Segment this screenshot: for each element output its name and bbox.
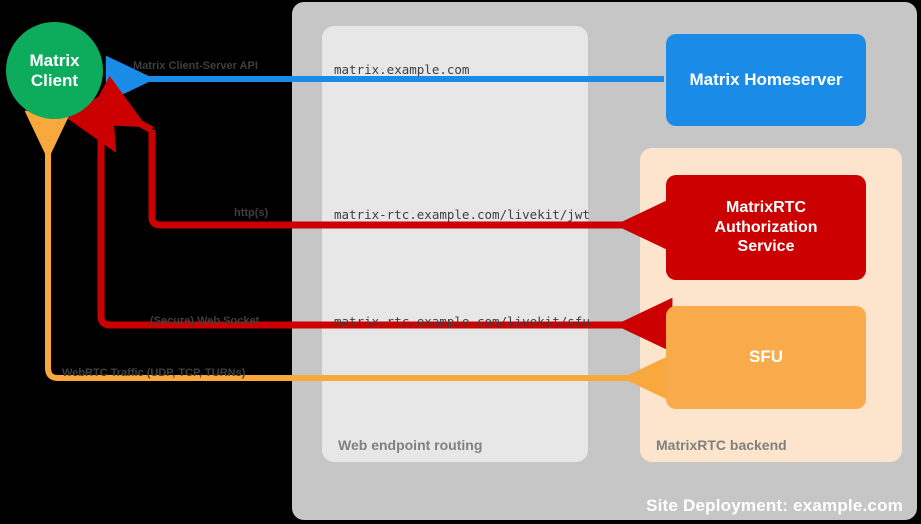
- node-matrix-client[interactable]: Matrix Client: [6, 22, 103, 119]
- client-label-line1: Matrix: [29, 50, 80, 70]
- edge-label-matrix-client-server-api: Matrix Client-Server API: [133, 60, 258, 72]
- node-sfu[interactable]: SFU: [666, 306, 866, 409]
- site-deployment-label: Site Deployment: example.com: [646, 496, 903, 515]
- node-matrixrtc-authorization-service[interactable]: MatrixRTC Authorization Service: [666, 175, 866, 280]
- edge-label-webrtc-traffic: WebRTC Traffic (UDP, TCP, TURNs): [62, 367, 246, 379]
- edge-endpoint-livekit-jwt: matrix-rtc.example.com/livekit/jwt: [334, 207, 590, 222]
- web-endpoint-routing-container: [322, 26, 588, 462]
- edge-endpoint-matrix-example-com: matrix.example.com: [334, 62, 470, 77]
- auth-line3: Service: [737, 238, 795, 256]
- auth-line2: Authorization: [714, 218, 818, 236]
- auth-service-label: MatrixRTC Authorization Service: [714, 198, 817, 257]
- auth-line1: MatrixRTC: [725, 199, 806, 217]
- edge-endpoint-livekit-sfu: matrix-rtc.example.com/livekit/sfu: [334, 314, 590, 329]
- sfu-label: SFU: [749, 347, 783, 367]
- edge-label-secure-web-socket: (Secure) Web Socket: [150, 315, 260, 327]
- web-endpoint-routing-label: Web endpoint routing: [338, 437, 483, 453]
- edge-label-https: http(s): [234, 207, 269, 219]
- client-label-line2: Client: [30, 70, 79, 90]
- homeserver-label: Matrix Homeserver: [689, 69, 843, 89]
- matrixrtc-backend-label: MatrixRTC backend: [656, 437, 787, 453]
- node-matrix-homeserver[interactable]: Matrix Homeserver: [666, 34, 866, 126]
